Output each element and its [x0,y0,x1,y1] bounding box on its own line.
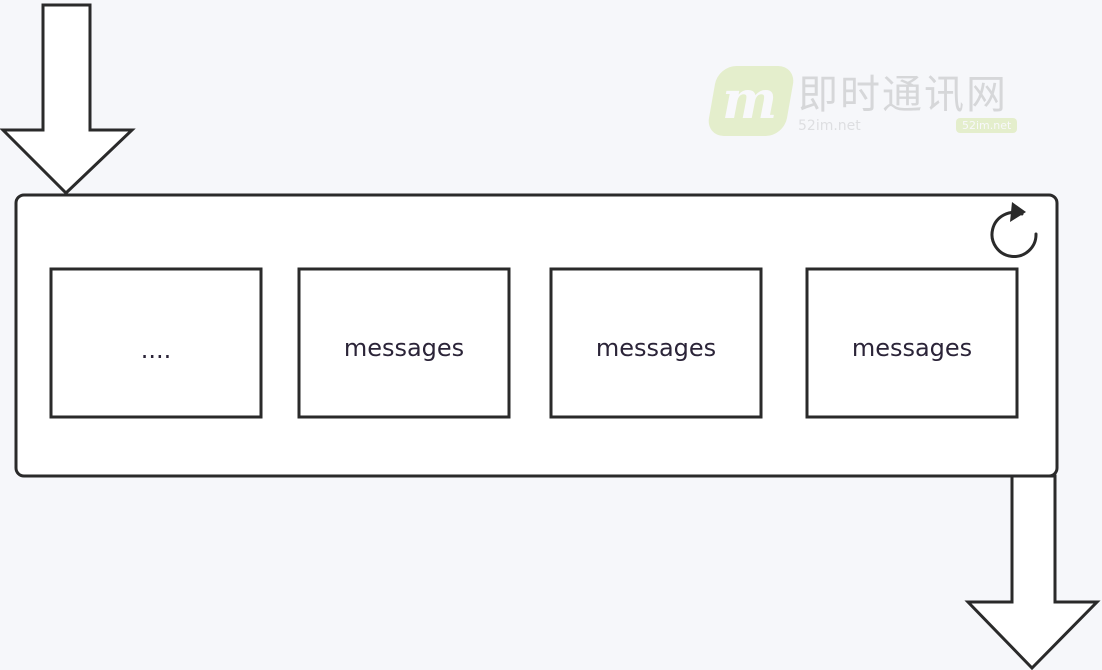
watermark: m 即时通讯网 52im.net 52im.net [705,62,1062,142]
queue-slot: .... [49,267,263,419]
watermark-subtitle: 52im.net [798,118,861,134]
queue-slot-label: .... [141,336,172,364]
incoming-arrow [0,3,136,196]
queue-slot: messages [805,267,1019,419]
queue-slot: messages [297,267,511,419]
queue-slot-label: messages [596,334,716,362]
refresh-icon [990,202,1038,258]
outgoing-arrow [964,474,1101,670]
watermark-logo-letter: m [722,70,778,131]
watermark-logo: m [705,66,797,136]
watermark-badge: 52im.net [956,118,1018,133]
watermark-title: 即时通讯网 [798,72,1008,118]
queue-slot-label: messages [852,334,972,362]
queue-slot: messages [549,267,763,419]
queue-container [14,193,1059,478]
queue-slot-label: messages [344,334,464,362]
